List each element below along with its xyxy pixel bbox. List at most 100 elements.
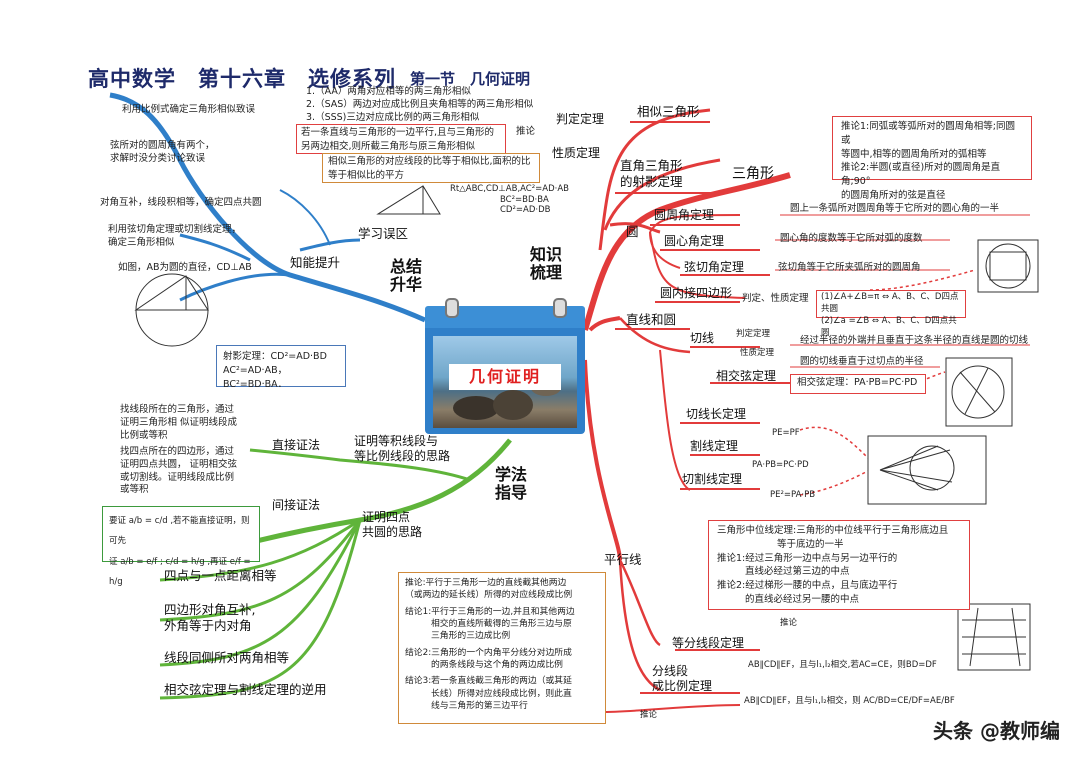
node-concyclic: 证明四点共圆的思路 xyxy=(362,510,423,539)
similar-corollary-box: 若一条直线与三角形的一边平行,且与三角形的另两边相交,则所截三角形与原三角形相似 xyxy=(296,124,506,154)
direct-note-2: 找四点所在的四边形，通过证明四点共圆， 证明相交弦或切割线。证明线段成比例或等积 xyxy=(120,446,238,496)
proportional-formula: AB∥CD∥EF，且与l₁,l₂相交，则 AC/BD=CE/DF=AE/BF xyxy=(744,696,955,706)
node-equal-products: 证明等积线段与等比例线段的思路 xyxy=(354,434,451,463)
binder-ring xyxy=(445,298,459,318)
parallel-corollary-box: 推论:平行于三角形一边的直线截其他两边 （或两边的延长线）所得的对应线段成比例 … xyxy=(398,572,606,724)
hub-summary: 总结升华 xyxy=(390,257,423,295)
dotted-connector-2 xyxy=(909,371,946,386)
direct-note-1: 找线段所在的三角形，通过证明三角形相 似证明线段成比例或等积 xyxy=(120,404,238,441)
red-sub-2 xyxy=(649,214,741,233)
tangent-secant-formula: PE²=PA·PB xyxy=(770,490,816,500)
cyclic-quad-figure xyxy=(977,239,1039,293)
node-equal-segments: 等分线段定理 xyxy=(672,636,745,650)
central-angle-desc: 圆心角的度数等于它所对弧的度数 xyxy=(780,233,923,244)
secant-formula: PA·PB=PC·PD xyxy=(752,460,809,470)
page-title: 高中数学 第十六章 选修系列 xyxy=(88,67,396,91)
node-cyclic-quad: 圆内接四边形 xyxy=(660,286,733,300)
desc-underlines xyxy=(775,214,1030,393)
tangent-property-label: 性质定理 xyxy=(740,348,775,358)
similar-criteria-list: 1.（AA）两角对应相等的两三角形相似 2.（SAS）两边对应成比例且夹角相等的… xyxy=(306,86,534,123)
node-central-angle: 圆心角定理 xyxy=(664,234,725,248)
node-secant: 割线定理 xyxy=(690,439,739,453)
node-misconception: 学习误区 xyxy=(358,226,409,241)
tangent-length-formula: PE=PF xyxy=(772,428,800,438)
equal-segments-formula: AB∥CD∥EF，且与l₁,l₂相交,若AC=CE，则BD=DF xyxy=(748,660,937,670)
cyclic-quad-sub: 判定、性质定理 xyxy=(742,293,809,304)
concyclic-item-4: 相交弦定理与割线定理的逆用 xyxy=(164,682,327,697)
node-right-triangle: 直角三角形的射影定理 xyxy=(620,158,683,189)
indirect-proof-box: 要证 a/b = c/d ,若不能直接证明，则可先证 a/b = e/f ; c… xyxy=(102,506,260,587)
intersecting-chords-box: 相交弦定理：PA·PB=PC·PD xyxy=(790,374,926,394)
node-tangent: 切线 xyxy=(690,331,715,345)
node-proportional-segments: 分线段成比例定理 xyxy=(652,664,713,693)
similar-property-box: 相似三角形的对应线段的比等于相似比,面积的比等于相似比的平方 xyxy=(322,153,540,183)
dotted-connector-3 xyxy=(799,426,871,461)
center-card: 几何证明 xyxy=(425,298,585,436)
watermark: 头条 @教师编 xyxy=(933,719,1060,743)
equal-segments-corollary-label: 推论 xyxy=(780,618,798,628)
red-branch-parallel xyxy=(583,359,622,561)
midline-theorem-box: 三角形中位线定理:三角形的中位线平行于三角形底边且 等于底边的一半 推论1:经过… xyxy=(708,520,970,610)
blue-trunk-branch xyxy=(109,92,427,323)
node-underlines xyxy=(615,121,790,694)
concyclic-item-2: 四边形对角互补,外角等于内对角 xyxy=(164,602,256,633)
tangent-property-desc: 圆的切线垂直于过切点的半径 xyxy=(800,356,924,367)
green-branch-d xyxy=(159,519,362,667)
green-branch-b xyxy=(159,518,361,582)
right-triangle-formulas: Rt△ABC,CD⊥AB,AC²=AD·AB BC²=BD·BA CD²=AD·… xyxy=(450,184,569,216)
green-branch-e xyxy=(159,519,362,700)
chords-figure xyxy=(945,357,1013,427)
hub-method: 学法指导 xyxy=(495,465,528,503)
inscribed-angle-corollary-box: 推论1:同弧或等弧所对的圆周角相等;同圆或等圆中,相等的圆周角所对的弧相等 推论… xyxy=(832,116,1032,201)
hub-knowledge: 知识梳理 xyxy=(530,245,563,283)
node-parallel: 平行线 xyxy=(604,552,642,567)
secant-figure xyxy=(867,435,987,505)
binder-ring xyxy=(553,298,567,318)
node-line-circle: 直线和圆 xyxy=(626,312,677,327)
node-circle: 圆 xyxy=(626,224,639,239)
node-direct: 直接证法 xyxy=(272,438,321,452)
tangent-criteria-label: 判定定理 xyxy=(736,329,771,339)
blue-figure-circle xyxy=(134,273,209,347)
inscribed-angle-desc: 圆上一条弧所对圆周角等于它所对的圆心角的一半 xyxy=(790,203,1000,214)
node-ability: 知能提升 xyxy=(290,255,341,270)
red-sub-8 xyxy=(599,704,741,713)
red-branch-circle xyxy=(609,222,661,234)
green-branch-c xyxy=(159,519,362,622)
blue-branch-a xyxy=(179,272,291,302)
node-inscribed-angle: 圆周角定理 xyxy=(654,208,715,222)
node-corollary: 推论 xyxy=(516,126,536,137)
green-branch-a xyxy=(249,448,471,482)
green-trunk-branch xyxy=(239,438,512,548)
node-similar-triangles: 相似三角形 xyxy=(637,104,700,119)
red-sub-7 xyxy=(618,559,661,692)
node-chord-tangent: 弦切角定理 xyxy=(684,260,745,274)
blue-branch-c xyxy=(179,233,251,262)
red-sub-4 xyxy=(619,317,691,354)
parallel-lines-figure xyxy=(957,603,1031,671)
red-branch-similar xyxy=(598,108,711,251)
node-intersecting-chords: 相交弦定理 xyxy=(716,369,777,383)
red-sub-6 xyxy=(618,559,661,647)
concyclic-item-3: 线段同侧所对两角相等 xyxy=(164,650,290,665)
note-chord-tangent: 利用弦切角定理或切割线定理，确定三角形相似 xyxy=(108,224,242,248)
note-circle-angles: 弦所对的圆周角有两个，求解时没分类讨论致误 xyxy=(110,140,215,164)
card-header xyxy=(425,306,585,328)
node-tangent-secant: 切割线定理 xyxy=(682,472,743,486)
center-label: 几何证明 xyxy=(449,364,561,390)
blue-branch-d xyxy=(279,189,331,246)
tangent-criteria-desc: 经过半径的外端并且垂直于这条半径的直线是圆的切线 xyxy=(800,335,1029,346)
chord-tangent-desc: 弦切角等于它所夹弧所对的圆周角 xyxy=(778,262,921,273)
right-triangle-figure xyxy=(376,185,441,215)
red-sub-3 xyxy=(649,231,746,299)
section-title: 第一节 几何证明 xyxy=(410,70,531,88)
red-branch-righttri xyxy=(603,158,721,231)
cyclic-quad-box: (1)∠A+∠B=π ⇔ A、B、C、D四点共圆(2)∠a =∠B ⇔ A、B、… xyxy=(816,290,966,338)
note-similar-error: 利用比例式确定三角形相似致误 xyxy=(122,104,256,115)
red-branch-line-circle xyxy=(588,316,621,332)
node-indirect: 间接证法 xyxy=(272,498,321,512)
concyclic-item-1: 四点与一点距离相等 xyxy=(164,568,277,583)
